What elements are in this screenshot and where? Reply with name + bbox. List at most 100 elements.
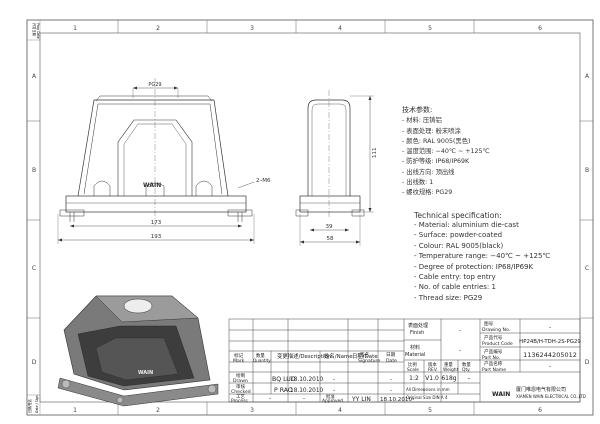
- rev-cn: 版本: [428, 361, 437, 368]
- finish-cn: 表面处理: [408, 322, 428, 329]
- weight-en: Weight: [443, 367, 459, 373]
- dim-39: 39: [326, 224, 333, 230]
- corner-tl-cn: 开发日期: [32, 23, 37, 36]
- col-label-4-bottom: 4: [338, 407, 342, 414]
- col-label-1-bottom: 1: [73, 407, 77, 414]
- drawn-cn: 绘制: [236, 372, 246, 379]
- qty2-cn: 数量: [462, 361, 471, 368]
- drawing-no-val: –: [549, 325, 552, 331]
- signature-en: Signature: [358, 358, 380, 364]
- spec-cn-item: - 防护等级: IP68/IP69K: [402, 158, 470, 166]
- col-label-5-bottom: 5: [428, 407, 432, 414]
- dim-m6: 2–M6: [256, 178, 271, 184]
- checked-en: Checked: [231, 389, 251, 395]
- checked-sig: –: [333, 388, 336, 394]
- approved-en: Approved: [322, 398, 343, 404]
- product-code-cn: 产品代号: [484, 334, 503, 341]
- note-cn: All Dimensions in mm: [406, 387, 450, 392]
- col-label-2-bottom: 2: [156, 407, 160, 414]
- checked-name: P RAO: [274, 387, 293, 394]
- col-label-6-top: 6: [538, 25, 542, 32]
- dim-111: 111: [372, 148, 378, 159]
- dim-173: 173: [151, 220, 162, 226]
- process-cn: 工艺: [236, 394, 245, 400]
- outer-border: [26, 19, 594, 416]
- spec-en-title: Technical specification:: [414, 211, 502, 220]
- finish-val: –: [459, 328, 462, 334]
- row-label-d-left: D: [32, 359, 37, 366]
- spec-cn-item: - 出线方向: 顶出线: [402, 168, 455, 176]
- weight-val: 618g: [441, 375, 456, 382]
- approved-date: 18.10.2010: [380, 397, 412, 403]
- qty-cn: 数量: [256, 352, 265, 359]
- column-ticks: [27, 20, 593, 415]
- spec-cn-item: - 螺纹规格: PG29: [402, 189, 453, 197]
- scale-en: Scale: [407, 367, 419, 373]
- checked-date2: –: [390, 388, 393, 394]
- spec-en-item: - Degree of protection: IP68/IP69K: [414, 262, 534, 271]
- name-label: 姓名/Name: [324, 352, 353, 360]
- column-labels: 1 2 3 4 5 6 1 2 3 4 5 6 A B C D A B C D: [32, 25, 590, 414]
- dim-58: 58: [327, 236, 334, 242]
- front-logo: WAIN: [143, 182, 161, 189]
- qty2-en: Qty.: [462, 367, 471, 373]
- part-no-en: Part No.: [482, 355, 500, 361]
- checked-date: 18.10.2010: [290, 388, 324, 394]
- drawn-sig: –: [333, 377, 336, 383]
- row-label-a-right: A: [585, 73, 590, 80]
- desc-label: 变更描述/Description: [277, 352, 331, 360]
- approved-cn: 批准: [326, 393, 335, 400]
- part-no-cn: 产品编号: [484, 348, 503, 355]
- row-label-b-right: B: [585, 167, 589, 174]
- spec-cn-title: 技术参数:: [402, 106, 433, 114]
- drawn-date2: –: [390, 377, 393, 383]
- title-block-text: 表面处理 Finish – 材料 Material – 图号 Drawing N…: [231, 321, 586, 404]
- process-en: Process: [231, 398, 248, 404]
- company-cn: 厦门唯恩电气有限公司: [516, 386, 566, 393]
- corner-bl-cn: 日期/签名: [27, 399, 32, 413]
- spec-cn-item: - 出线数: 1: [402, 179, 434, 187]
- col-label-4-top: 4: [338, 25, 342, 32]
- spec-cn-item: - 颜色: RAL 9005(黑色): [402, 137, 471, 145]
- product-code-en: Product Code: [482, 341, 513, 347]
- drawn-date: 18.10.2010: [290, 377, 324, 383]
- col-label-2-top: 2: [156, 25, 160, 32]
- row-label-a-left: A: [32, 73, 37, 80]
- spec-en-item: - Material: aluminium die-cast: [414, 221, 519, 229]
- process-date: –: [303, 396, 306, 402]
- spec-en: Technical specification: - Material: alu…: [414, 211, 550, 304]
- part-name-cn: 产品名称: [484, 360, 503, 367]
- company-logo: WAIN: [492, 391, 510, 398]
- drawn-name: BQ LUO: [272, 376, 296, 383]
- date2-cn: 日期: [386, 352, 396, 358]
- row-label-d-right: D: [585, 359, 590, 366]
- spec-en-item: - Colour: RAL 9005(black): [414, 241, 504, 250]
- drawn-en: Drawn: [233, 378, 248, 384]
- material-en: Material: [405, 352, 425, 358]
- qty-en: Quantity: [253, 358, 271, 363]
- scale-val: 1:2: [409, 375, 419, 382]
- rev-val: V1.0: [425, 375, 439, 382]
- finish-en: Finish: [410, 330, 424, 336]
- mark-en: Mark: [233, 358, 245, 364]
- date2-en: Date: [386, 358, 397, 364]
- material-val: –: [459, 348, 462, 354]
- checked-cn: 审核: [236, 383, 246, 390]
- approved-name: YY LIN: [351, 396, 371, 403]
- col-label-3-bottom: 3: [250, 407, 254, 414]
- corner-box-top-left: 开发日期 Prog Date: [26, 19, 41, 41]
- col-label-6-bottom: 6: [538, 407, 542, 414]
- qty2-val: –: [468, 375, 471, 382]
- material-cn: 材料: [410, 344, 420, 351]
- signature-cn: 签名: [360, 351, 369, 358]
- spec-cn: 技术参数: - 材料: 压铸铝 - 表面处理: 粉末喷涂 - 颜色: RAL 9…: [402, 106, 490, 200]
- side-view: [295, 90, 374, 246]
- drawing-no-cn: 图号: [484, 321, 494, 327]
- spec-en-item: - Temperature range: −40℃ ~ +125℃: [414, 252, 551, 261]
- title-block-lines: [228, 318, 581, 403]
- spec-cn-item: - 材料: 压铸铝: [402, 117, 442, 125]
- isometric-view: [57, 295, 219, 407]
- rev-en: REV.: [428, 367, 438, 373]
- scale-cn: 比例: [408, 361, 417, 368]
